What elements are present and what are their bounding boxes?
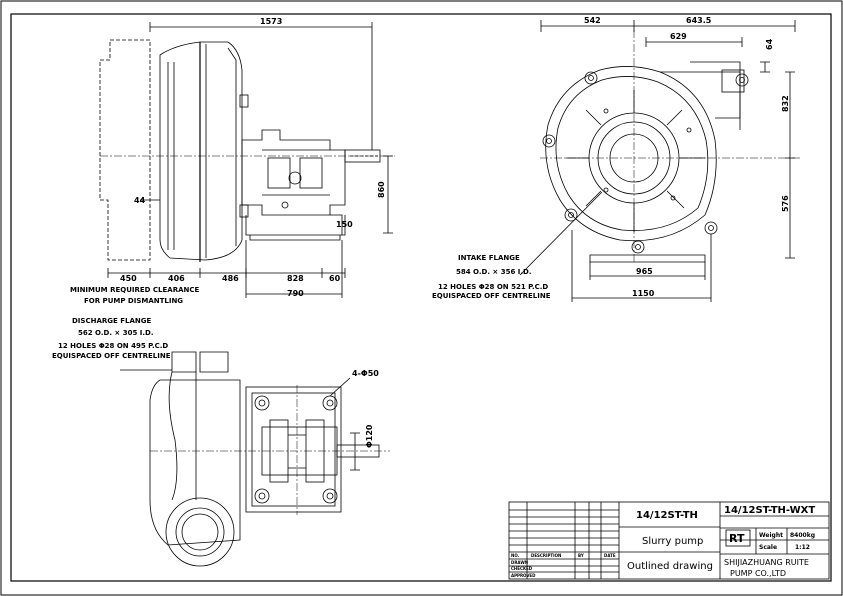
discharge-flange-size: 562 O.D. × 305 I.D.	[78, 329, 154, 337]
front-dimension-labels: 542 643.5 629 64 832 576 965 1150	[584, 16, 790, 298]
intake-flange-title: INTAKE FLANGE	[458, 254, 520, 262]
dim-860: 860	[377, 181, 386, 198]
dim-44: 44	[134, 196, 146, 205]
company-name-line-2: PUMP CO.,LTD	[730, 569, 786, 578]
weight-label: Weight	[759, 532, 783, 539]
rev-header-no: NO.	[511, 553, 520, 558]
clearance-note-line-2: FOR PUMP DISMANTLING	[84, 297, 183, 305]
clearance-note-line-1: MINIMUM REQUIRED CLEARANCE	[70, 286, 200, 294]
model-number: 14/12ST-TH	[636, 510, 698, 521]
dim-1150: 1150	[632, 289, 655, 298]
dim-shaft-120: Φ120	[365, 424, 374, 448]
plan-view	[120, 351, 390, 567]
title-block	[508, 501, 830, 580]
scale-value: 1:12	[795, 544, 810, 551]
company-name-line-1: SHIJIAZHUANG RUITE	[724, 558, 809, 567]
dim-965: 965	[636, 267, 653, 276]
weight-value: 8400kg	[790, 532, 815, 539]
discharge-flange-holes: 12 HOLES Φ28 ON 495 P.C.D	[58, 342, 168, 350]
dim-828: 828	[287, 274, 304, 283]
intake-flange-holes: 12 HOLES Φ28 ON 521 P.C.D	[438, 283, 548, 291]
sign-checked: CHECKED	[511, 566, 533, 571]
dim-150: 150	[336, 220, 353, 229]
clearance-note: MINIMUM REQUIRED CLEARANCE FOR PUMP DISM…	[70, 286, 200, 305]
discharge-flange-title: DISCHARGE FLANGE	[72, 317, 151, 325]
dim-overall: 1573	[260, 17, 282, 26]
dim-holes-4x50: 4-Φ50	[352, 369, 379, 378]
dim-64: 64	[765, 38, 774, 50]
dim-406: 406	[168, 274, 185, 283]
sign-approved: APPROVED	[511, 573, 536, 578]
drawing-number: 14/12ST-TH-WXT	[724, 505, 815, 516]
rev-header-description: DESCRIPTION	[531, 553, 561, 558]
intake-flange-size: 584 O.D. × 356 I.D.	[456, 268, 532, 276]
dim-576: 576	[781, 195, 790, 212]
sign-drawn: DRAWN	[511, 560, 528, 565]
inner-border	[10, 13, 832, 582]
intake-flange-note: INTAKE FLANGE 584 O.D. × 356 I.D. 12 HOL…	[432, 254, 551, 300]
side-elevation-view	[99, 22, 395, 298]
scale-label: Scale	[759, 544, 777, 551]
front-elevation-view	[519, 20, 800, 302]
company-logo-text: RT	[729, 532, 745, 545]
product-name: Slurry pump	[642, 536, 703, 547]
dim-832: 832	[781, 95, 790, 112]
drawing-type: Outlined drawing	[627, 561, 713, 572]
dim-790: 790	[287, 289, 304, 298]
dim-542: 542	[584, 16, 601, 25]
title-block-text: 14/12ST-TH Slurry pump Outlined drawing …	[511, 505, 815, 578]
dim-486: 486	[222, 274, 239, 283]
side-dimension-labels: 1573 44 860 150 450 406 486 828 60 790	[120, 17, 386, 298]
plan-dimension-labels: 4-Φ50 Φ120	[352, 369, 379, 448]
intake-flange-spacing: EQUISPACED OFF CENTRELINE	[432, 292, 551, 300]
dim-629: 629	[670, 32, 687, 41]
dim-643-5: 643.5	[686, 16, 712, 25]
rev-header-date: DATE	[604, 553, 616, 558]
rev-header-by: BY	[578, 553, 584, 558]
dim-60: 60	[329, 274, 341, 283]
dim-450: 450	[120, 274, 137, 283]
discharge-flange-note: DISCHARGE FLANGE 562 O.D. × 305 I.D. 12 …	[52, 317, 171, 360]
discharge-flange-spacing: EQUISPACED OFF CENTRELINE	[52, 352, 171, 360]
